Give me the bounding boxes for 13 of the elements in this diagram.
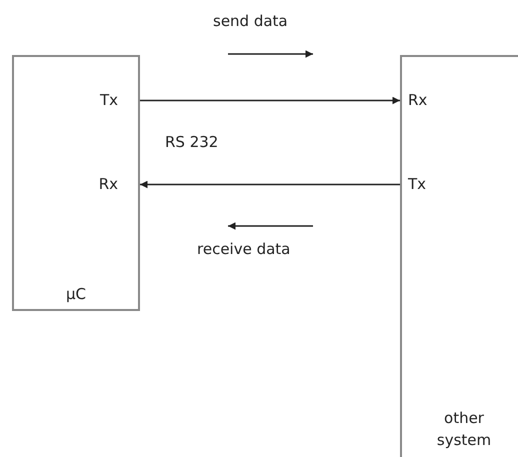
- system-label: other system: [436, 408, 492, 451]
- microcontroller-box: [12, 55, 140, 311]
- caption: receive data: [197, 240, 290, 258]
- pin-label: Rx: [400, 89, 460, 111]
- caption: send data: [213, 12, 288, 30]
- pin-label: Tx: [400, 173, 460, 195]
- pin-label: Rx: [80, 173, 140, 195]
- arrow: [140, 180, 400, 188]
- system-label: µC: [64, 284, 88, 305]
- pin-label: Tx: [80, 89, 140, 111]
- system-box: [400, 55, 518, 457]
- interface-label: RS 232: [165, 133, 218, 151]
- arrow: [140, 96, 400, 104]
